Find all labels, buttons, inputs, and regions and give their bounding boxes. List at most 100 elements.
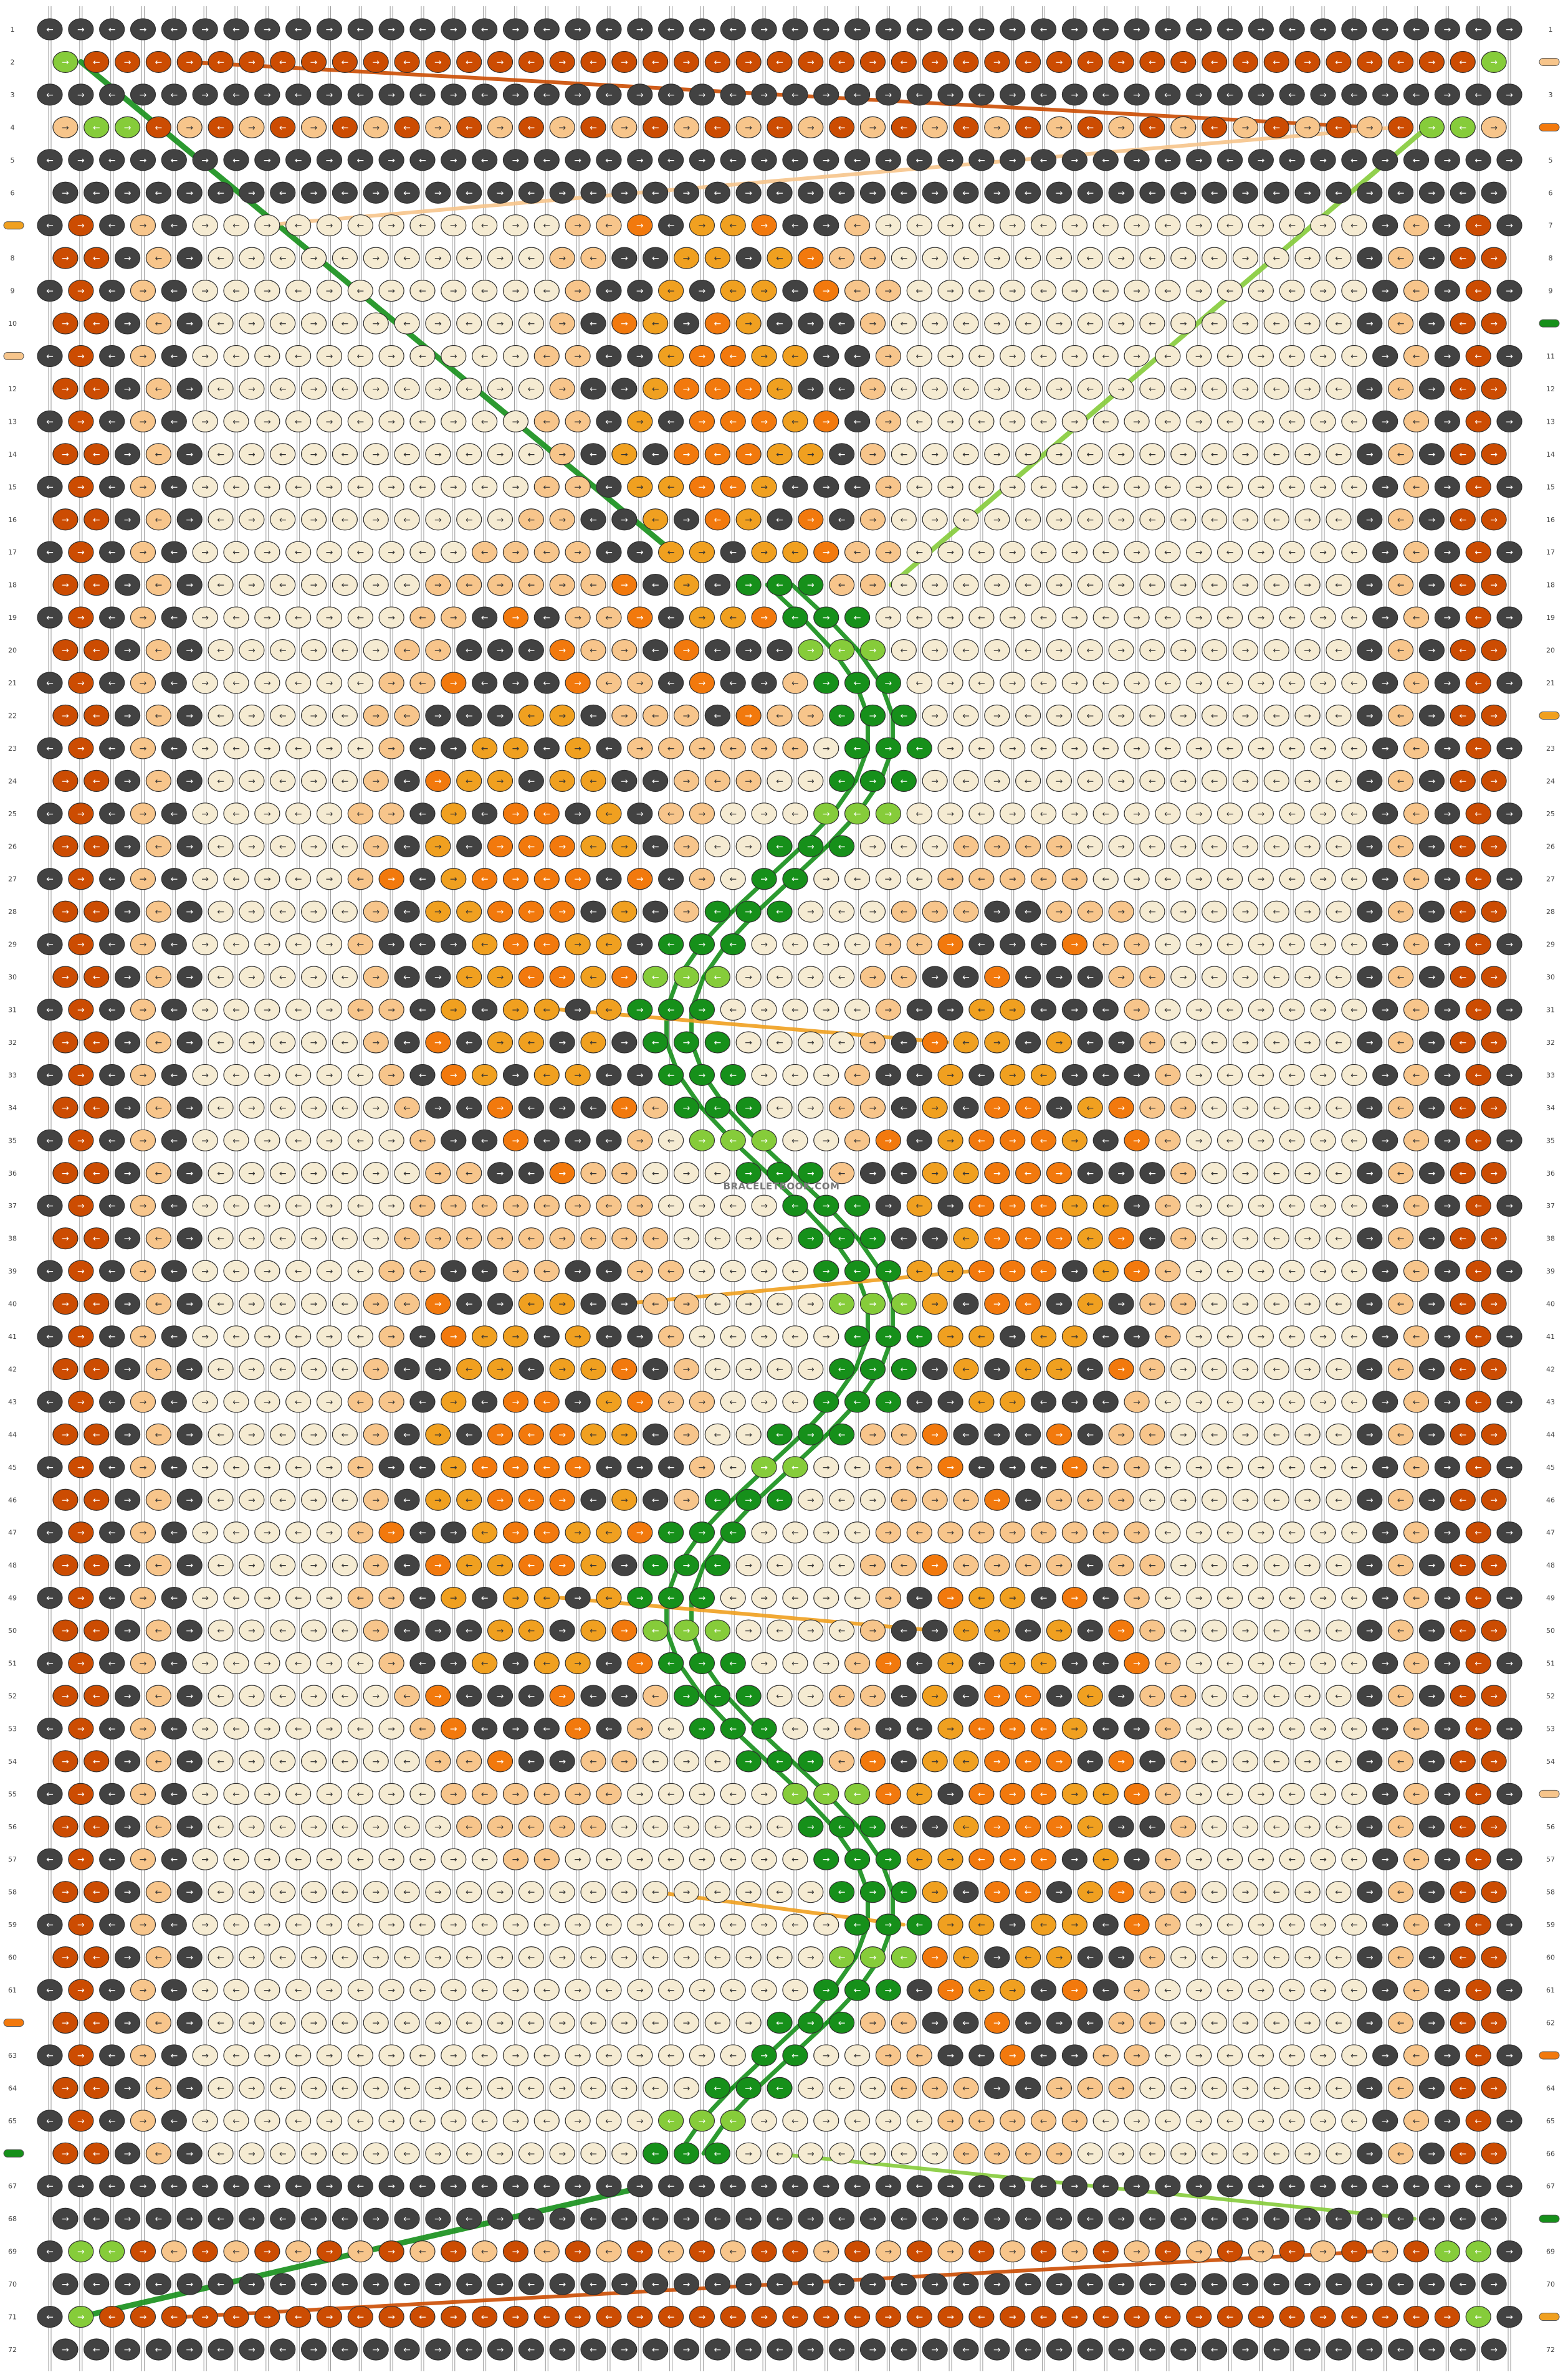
knot: ← (845, 869, 870, 890)
knot-direction-arrow: ← (915, 809, 923, 819)
knot: → (1046, 640, 1071, 661)
knot: ← (519, 640, 543, 661)
knot: ← (581, 182, 606, 203)
knot-direction-arrow: → (434, 515, 442, 525)
knot: ← (1078, 313, 1102, 334)
knot: → (379, 84, 404, 105)
knot-direction-arrow: → (807, 450, 815, 460)
knot: → (550, 705, 575, 726)
knot: ← (37, 346, 62, 367)
knot-direction-arrow: → (1071, 1070, 1079, 1080)
knot-direction-arrow: → (77, 875, 85, 885)
knot-direction-arrow: → (745, 711, 752, 721)
knot-direction-arrow: → (558, 319, 566, 329)
knot: ← (659, 607, 684, 628)
knot-direction-arrow: ← (714, 123, 721, 133)
knot-direction-arrow: ← (279, 776, 287, 786)
knot: → (363, 378, 388, 399)
knot: → (363, 1032, 388, 1053)
knot: → (674, 901, 699, 922)
knot-direction-arrow: → (434, 1038, 442, 1048)
knot: ← (410, 869, 435, 890)
knot-direction-arrow: → (931, 57, 939, 67)
knot-direction-arrow: ← (714, 384, 721, 394)
knot: ← (705, 1097, 730, 1118)
knot: ← (1264, 378, 1289, 399)
knot: ← (1264, 640, 1289, 661)
knot: → (1419, 1032, 1444, 1053)
knot: ← (907, 215, 932, 236)
knot: ← (270, 444, 295, 465)
knot-direction-arrow: → (201, 287, 209, 297)
knot-direction-arrow: ← (46, 1006, 54, 1016)
knot-direction-arrow: ← (155, 57, 163, 67)
knot: → (255, 999, 280, 1021)
knot-direction-arrow: ← (217, 384, 224, 394)
knot-direction-arrow: ← (342, 973, 349, 983)
knot-direction-arrow: → (372, 842, 380, 852)
knot: ← (1326, 574, 1351, 596)
knot-direction-arrow: ← (1025, 450, 1032, 460)
knot-direction-arrow: → (636, 940, 644, 950)
knot: ← (829, 705, 854, 726)
knot: ← (37, 411, 62, 432)
knot-direction-arrow: → (1490, 842, 1498, 852)
knot: ← (1031, 280, 1056, 302)
knot-direction-arrow: ← (155, 450, 163, 460)
knot-direction-arrow: ← (1025, 384, 1032, 394)
knot-direction-arrow: → (1009, 352, 1016, 362)
knot-direction-arrow: ← (1288, 1070, 1296, 1080)
knot: ← (1093, 215, 1118, 236)
knot: ← (224, 150, 249, 171)
knot: → (674, 1097, 699, 1118)
knot-direction-arrow: ← (295, 221, 302, 231)
knot: → (736, 182, 761, 203)
knot: → (379, 346, 404, 367)
knot-direction-arrow: → (1195, 809, 1203, 819)
knot-direction-arrow: ← (900, 907, 907, 917)
knot: → (1497, 411, 1522, 432)
knot: ← (1466, 934, 1491, 955)
knot: ← (472, 215, 497, 236)
knot-direction-arrow: → (885, 352, 892, 362)
knot-direction-arrow: ← (403, 515, 411, 525)
knot-direction-arrow: ← (1335, 123, 1342, 133)
knot: ← (410, 19, 435, 40)
knot-direction-arrow: → (372, 1103, 380, 1113)
knot: ← (969, 1064, 994, 1085)
knot: ← (534, 607, 559, 628)
knot: ← (224, 346, 249, 367)
knot-direction-arrow: → (760, 287, 768, 297)
knot-direction-arrow: → (1490, 973, 1498, 983)
knot-direction-arrow: ← (962, 907, 970, 917)
knot: → (1187, 999, 1212, 1021)
knot: ← (1016, 705, 1041, 726)
knot-direction-arrow: → (947, 482, 954, 492)
knot: ← (410, 411, 435, 432)
knot-direction-arrow: → (434, 842, 442, 852)
knot-direction-arrow: ← (667, 352, 675, 362)
knot: ← (1389, 444, 1413, 465)
knot-direction-arrow: ← (791, 221, 799, 231)
knot-direction-arrow: → (124, 384, 131, 394)
knot-direction-arrow: ← (232, 678, 240, 688)
knot: → (674, 835, 699, 857)
knot: ← (84, 770, 109, 791)
knot-direction-arrow: → (869, 188, 877, 198)
knot-direction-arrow: ← (295, 352, 302, 362)
knot-direction-arrow: → (683, 515, 691, 525)
knot-direction-arrow: → (1366, 515, 1374, 525)
knot-direction-arrow: ← (1335, 646, 1342, 656)
knot-direction-arrow: ← (605, 482, 613, 492)
knot-direction-arrow: ← (1040, 90, 1048, 100)
knot: ← (208, 901, 233, 922)
knot-direction-arrow: → (450, 352, 457, 362)
knot: ← (1264, 51, 1289, 72)
knot: → (1233, 835, 1258, 857)
knot-direction-arrow: → (574, 352, 581, 362)
knot-direction-arrow: ← (915, 352, 923, 362)
knot-direction-arrow: ← (1164, 1006, 1172, 1016)
knot-direction-arrow: → (1257, 25, 1264, 35)
knot-direction-arrow: ← (1475, 90, 1482, 100)
knot-direction-arrow: → (124, 776, 131, 786)
